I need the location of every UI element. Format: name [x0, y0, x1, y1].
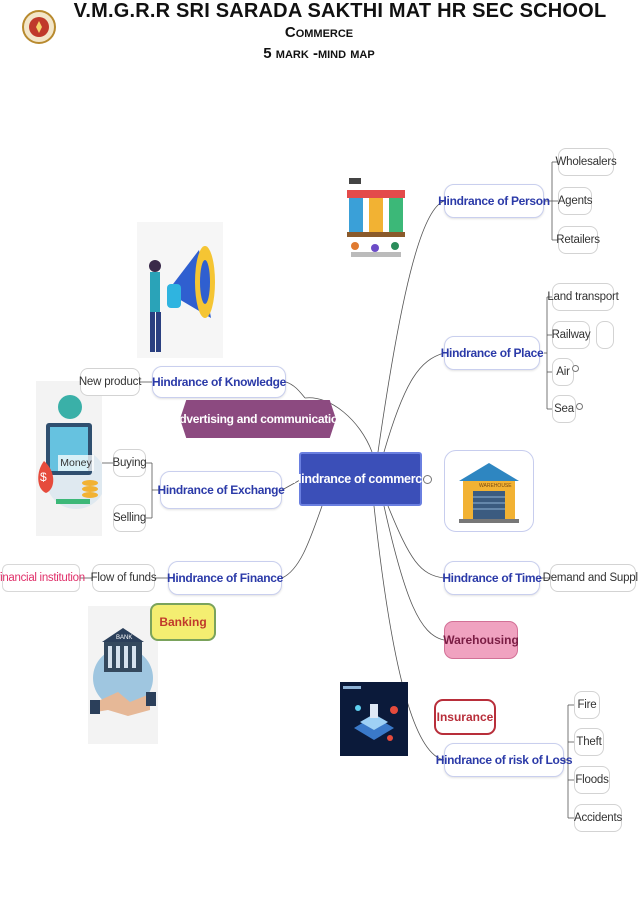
place-railway-extra — [596, 321, 614, 349]
subject-title: Commerce — [284, 24, 354, 41]
branch-hindrance-of-exchange[interactable]: Hindrance of Exchange — [157, 471, 285, 509]
warehouse-image: WAREHOUSE — [444, 450, 534, 532]
financial-institution[interactable]: financial institution — [0, 564, 85, 592]
exchange-buying[interactable]: Buying — [113, 449, 147, 477]
place-air[interactable]: Air — [552, 358, 574, 386]
knowledge-new-product[interactable]: New product — [79, 368, 141, 396]
insurance-image — [340, 682, 408, 756]
person-agents[interactable]: Agents — [558, 187, 593, 215]
money-label: Money — [58, 455, 94, 471]
person-retailers[interactable]: Retailers — [556, 226, 600, 254]
exchange-selling[interactable]: Selling — [113, 504, 146, 532]
time-demand-and-supply[interactable]: Demand and Supply — [543, 564, 638, 592]
bank-handshake-image: BANK — [88, 606, 158, 744]
air-toggle-icon[interactable] — [572, 365, 579, 372]
branch-warehousing[interactable]: Warehousing — [443, 621, 519, 659]
branch-advertising-and-communication[interactable]: Advertising and communication — [180, 400, 336, 438]
risk-accidents[interactable]: Accidents — [574, 804, 622, 832]
school-name: V.M.G.R.R SRI SARADA SAKTHI MAT HR SEC S… — [73, 0, 607, 22]
branch-hindrance-of-finance[interactable]: Hindrance of Finance — [167, 561, 283, 595]
branch-hindrance-of-person[interactable]: Hindrance of Person — [438, 184, 550, 218]
place-railway[interactable]: Railway — [552, 321, 591, 349]
center-node[interactable]: Hindrance of commerce — [292, 452, 429, 506]
risk-fire[interactable]: Fire — [574, 691, 600, 719]
school-logo — [22, 10, 56, 44]
warehouse-caption: WAREHOUSE — [479, 483, 512, 489]
place-land-transport[interactable]: Land transport — [547, 283, 619, 311]
banking-node[interactable]: Banking — [150, 603, 216, 641]
market-stalls-image — [345, 172, 407, 260]
megaphone-image — [137, 222, 223, 358]
branch-hindrance-of-risk-of-loss[interactable]: Hindrance of risk of Loss — [436, 743, 573, 777]
risk-floods[interactable]: Floods — [574, 766, 610, 794]
risk-theft[interactable]: Theft — [574, 728, 604, 756]
finance-flow-of-funds[interactable]: Flow of funds — [91, 564, 157, 592]
page-subtitle: 5 mark -mind map — [263, 45, 375, 62]
place-sea[interactable]: Sea — [552, 395, 576, 423]
svg-text:$: $ — [40, 470, 47, 484]
branch-hindrance-of-place[interactable]: Hindrance of Place — [441, 336, 544, 370]
branch-hindrance-of-time[interactable]: Hindrance of Time — [442, 561, 542, 595]
person-wholesalers[interactable]: Wholesalers — [555, 148, 617, 176]
sea-toggle-icon[interactable] — [576, 403, 583, 410]
branch-insurance[interactable]: Insurance — [434, 699, 496, 735]
branch-hindrance-of-knowledge[interactable]: Hindrance of Knowledge — [152, 366, 286, 398]
collapse-toggle-icon[interactable] — [423, 475, 432, 484]
bank-caption: BANK — [116, 635, 132, 641]
